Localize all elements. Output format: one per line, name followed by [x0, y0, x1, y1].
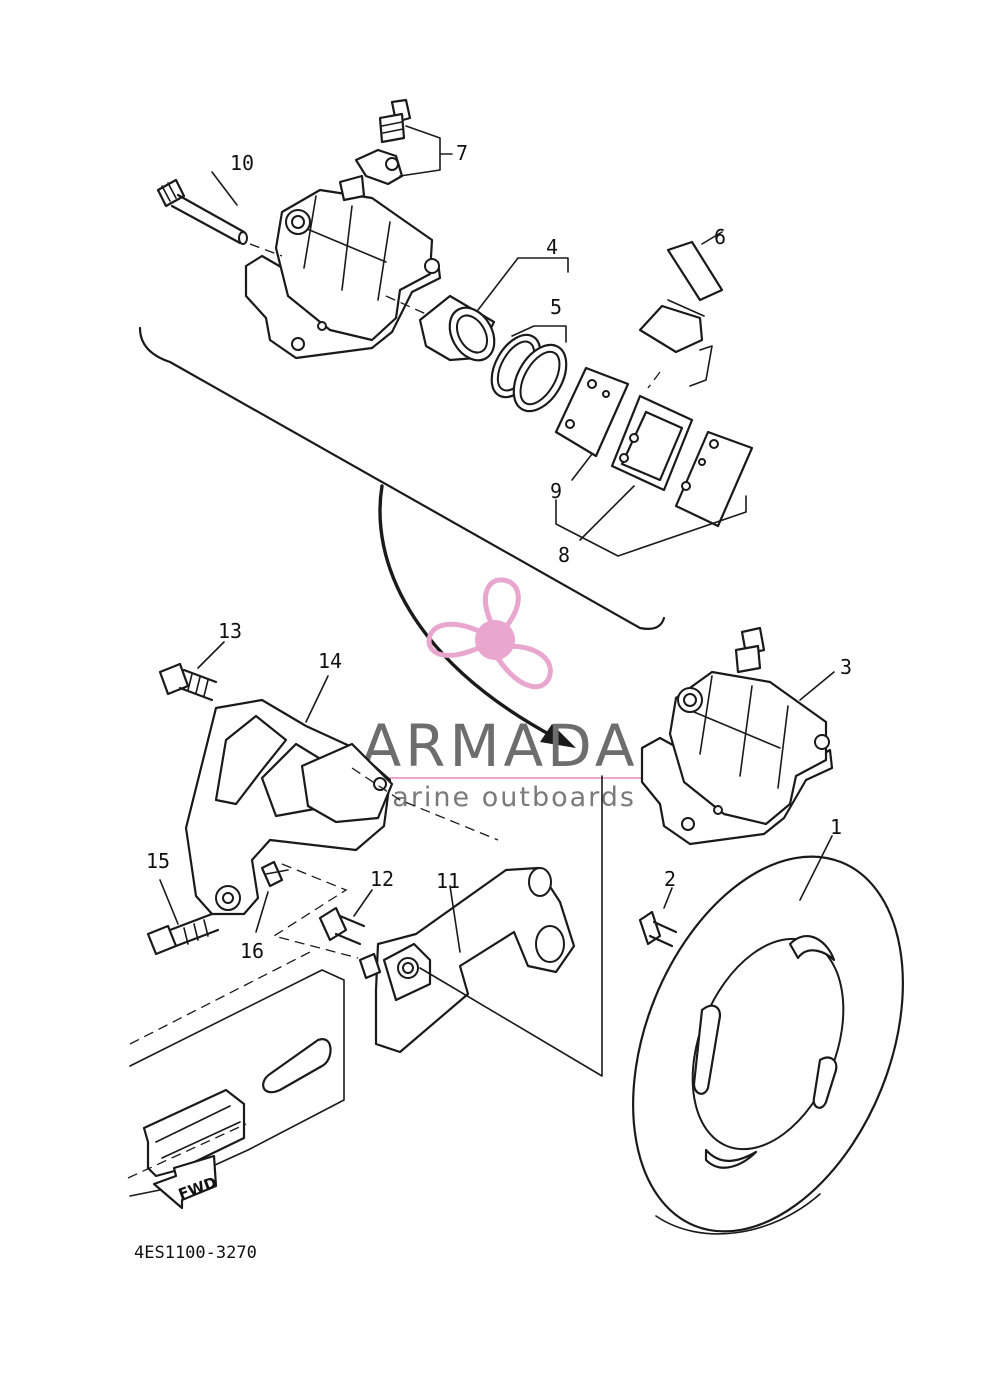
caliper-exploded-group [138, 98, 754, 748]
part-8-brake-pads [610, 394, 754, 528]
part-13-bolt [158, 662, 218, 702]
callout-5: 5 [550, 295, 562, 319]
part-15-bolt [146, 912, 220, 956]
part-9-shim [554, 366, 630, 458]
callout-6: 6 [714, 225, 726, 249]
part-2-screw [638, 910, 678, 948]
part-16-clip [260, 860, 289, 888]
callout-12: 12 [370, 867, 394, 891]
callout-3: 3 [840, 655, 852, 679]
diagram-code: 4ES1100-3270 [134, 1243, 257, 1263]
callout-2: 2 [664, 867, 676, 891]
armada-watermark: ARMADA marine outboards [360, 577, 648, 813]
part-7-bleed-screw [354, 98, 412, 186]
callout-4: 4 [546, 235, 558, 259]
watermark-brand: ARMADA [361, 712, 638, 780]
callout-16: 16 [240, 939, 264, 963]
callout-15: 15 [146, 849, 170, 873]
callout-labels: 1 2 3 4 5 6 7 8 9 10 11 12 13 14 15 16 [146, 141, 852, 963]
part-11-torque-arm [358, 866, 576, 1054]
callout-7: 7 [456, 141, 468, 165]
callout-13: 13 [218, 619, 242, 643]
callout-1: 1 [830, 815, 842, 839]
swing-arm: FWD [127, 951, 345, 1210]
part-3-caliper-assembly [640, 626, 834, 846]
watermark-tagline: marine outboards [364, 782, 636, 813]
callout-11: 11 [436, 869, 460, 893]
part-12-bolt [318, 906, 366, 946]
part-5-seals [490, 333, 568, 413]
callout-9: 9 [550, 479, 562, 503]
callout-14: 14 [318, 649, 342, 673]
propeller-logo-icon [426, 577, 553, 690]
part-14-caliper-bracket [184, 698, 394, 916]
callout-10: 10 [230, 151, 254, 175]
part-4-piston [418, 294, 496, 362]
part-10-pin-bolt [156, 178, 248, 245]
callout-8: 8 [558, 543, 570, 567]
caliper-body-exploded [244, 174, 442, 360]
part-6-pad-support [638, 240, 724, 354]
part-1-brake-disc [632, 855, 904, 1235]
